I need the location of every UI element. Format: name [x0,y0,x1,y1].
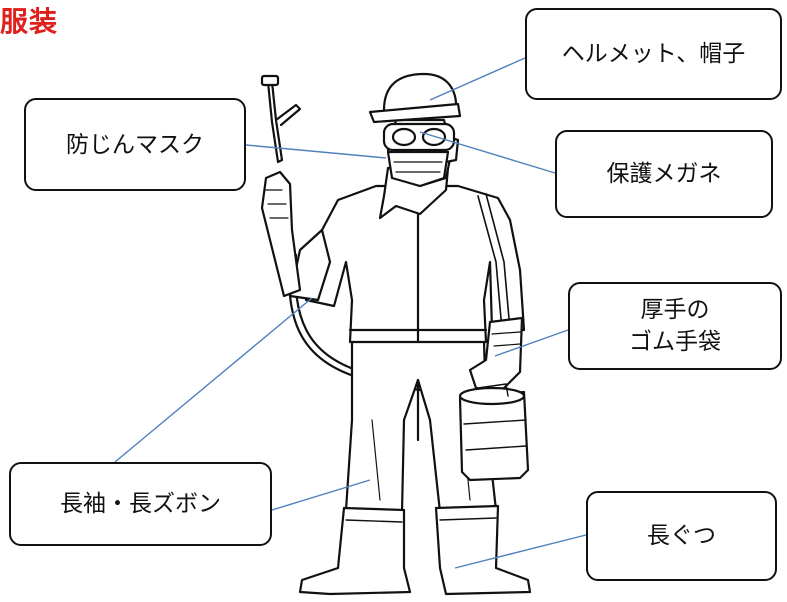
helmet-icon [368,72,462,124]
mask-icon [386,150,450,188]
label-boots-text: 長ぐつ [647,523,716,549]
label-gloves: 厚手の ゴム手袋 [568,282,782,370]
label-helmet: ヘルメット、帽子 [525,8,782,100]
label-helmet-text: ヘルメット、帽子 [561,41,746,67]
label-goggles: 保護メガネ [555,130,773,218]
label-boots: 長ぐつ [586,491,777,581]
page-title: 服装 [0,5,59,38]
boot-icon [298,504,532,596]
label-sleeves-trousers-text: 長袖・長ズボン [60,491,221,517]
label-gloves-text: 厚手の ゴム手袋 [629,297,721,355]
goggles-icon [382,122,456,152]
label-mask: 防じんマスク [24,98,246,191]
label-sleeves-trousers: 長袖・長ズボン [9,462,272,546]
label-goggles-text: 保護メガネ [606,161,722,187]
label-mask-text: 防じんマスク [66,131,204,158]
